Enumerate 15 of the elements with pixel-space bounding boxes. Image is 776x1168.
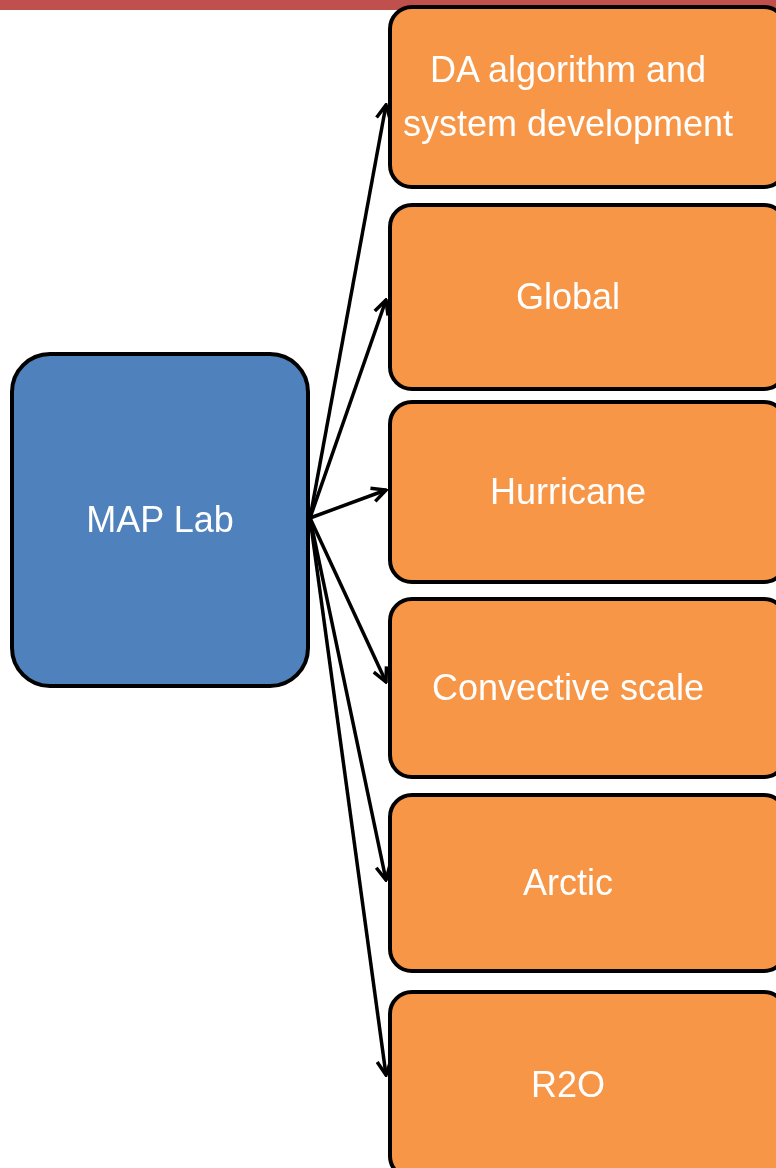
lab-box <box>10 352 310 688</box>
box-label: DA algorithm and system development <box>401 48 735 146</box>
topic-box <box>388 793 776 973</box>
box-label: MAP Lab <box>86 498 234 542</box>
box-label: Arctic <box>523 861 613 905</box>
topic-box <box>388 203 776 391</box>
box-label: Global <box>515 275 621 319</box>
box-label: R2O <box>531 1063 605 1107</box>
arrow <box>309 486 388 520</box>
box-label: Convective scale <box>431 666 705 710</box>
topic-box <box>388 5 776 189</box>
box-label: Hurricane <box>489 470 647 514</box>
topic-box <box>388 597 776 779</box>
topic-box <box>388 400 776 584</box>
topic-box <box>388 990 776 1168</box>
